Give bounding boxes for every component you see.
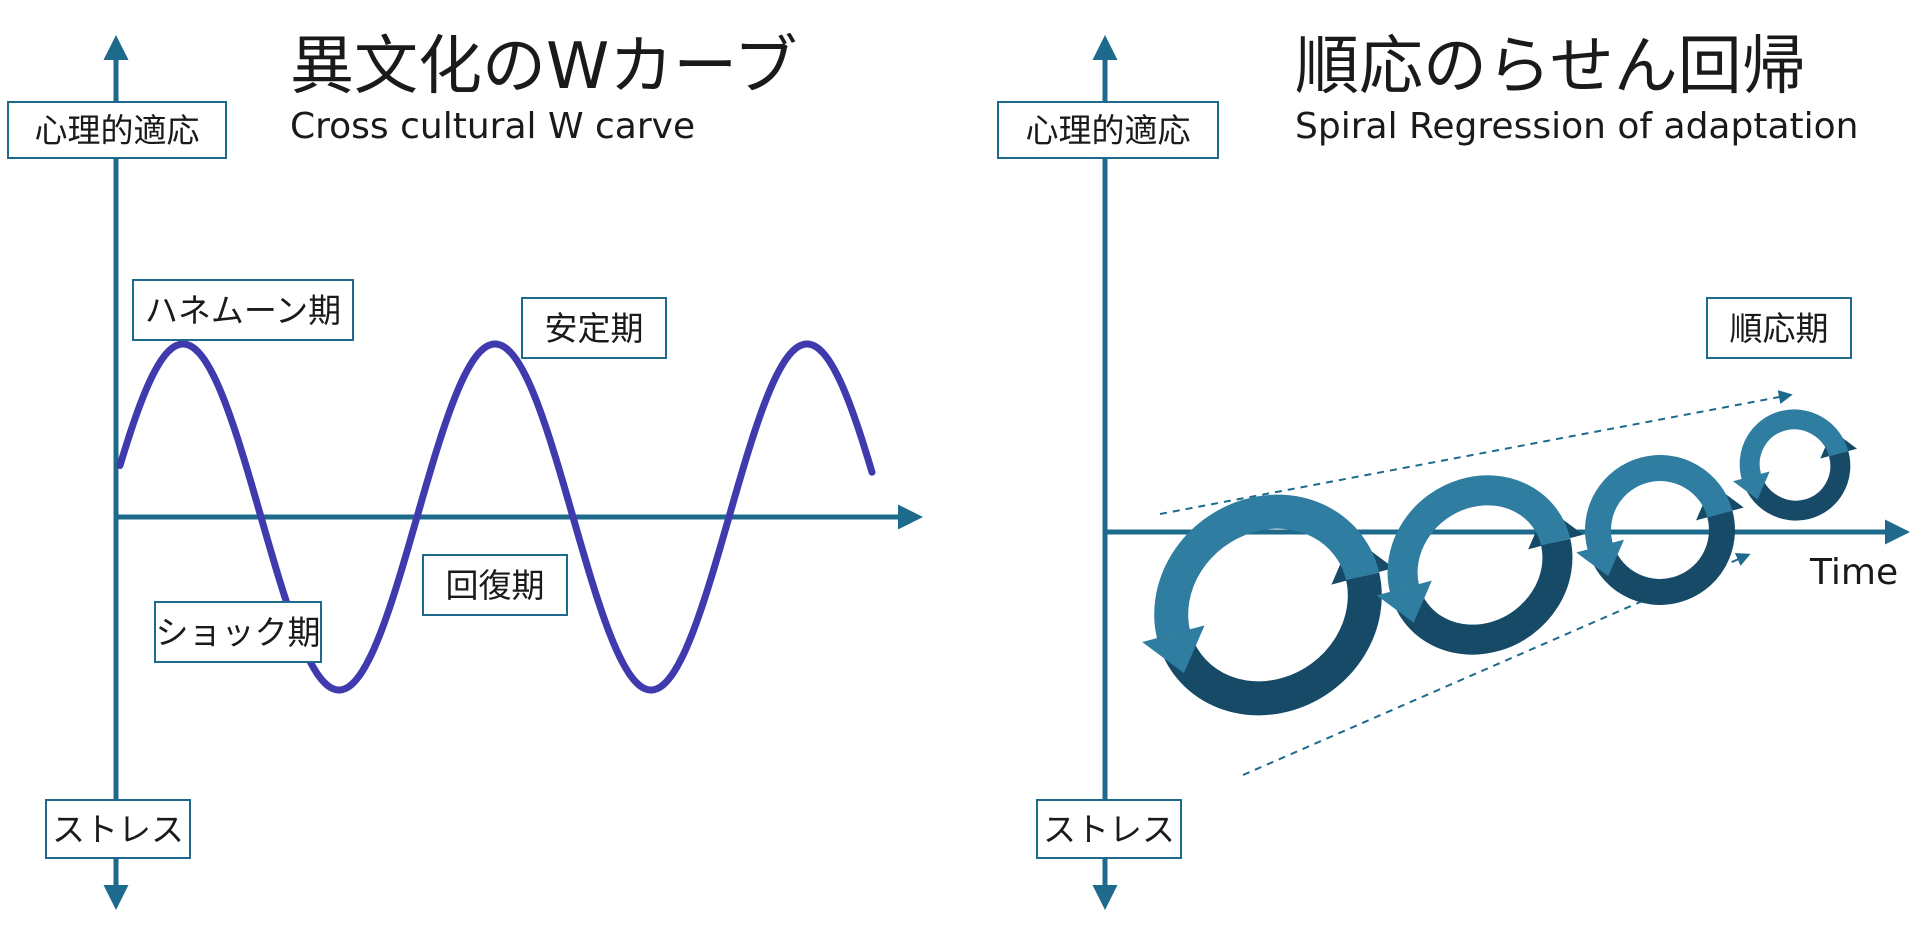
spiral-panel: 順応のらせん回帰 Spiral Regression of adaptation… bbox=[998, 30, 1905, 905]
y-top-label-right: 心理的適応 bbox=[1026, 111, 1191, 150]
y-top-label-left: 心理的適応 bbox=[35, 111, 200, 150]
w-curve-title: 異文化のWカーブ bbox=[290, 30, 797, 104]
w-curve-subtitle: Cross cultural W carve bbox=[290, 106, 695, 147]
recovery-label: 回復期 bbox=[446, 566, 545, 605]
adaptation-label: 順応期 bbox=[1730, 309, 1829, 348]
x-axis-time-label: Time bbox=[1809, 552, 1898, 593]
y-bottom-label-left: ストレス bbox=[52, 810, 184, 849]
spiral-loops bbox=[1139, 402, 1857, 736]
shock-label: ショック期 bbox=[156, 613, 321, 652]
w-curve-panel: 異文化のWカーブ Cross cultural W carve 心理的適応 スト… bbox=[8, 30, 918, 905]
spiral-title: 順応のらせん回帰 bbox=[1295, 30, 1806, 104]
honeymoon-label: ハネムーン期 bbox=[145, 291, 341, 330]
y-bottom-label-right: ストレス bbox=[1043, 810, 1175, 849]
spiral-subtitle: Spiral Regression of adaptation bbox=[1295, 106, 1858, 147]
stable-label: 安定期 bbox=[545, 309, 644, 348]
